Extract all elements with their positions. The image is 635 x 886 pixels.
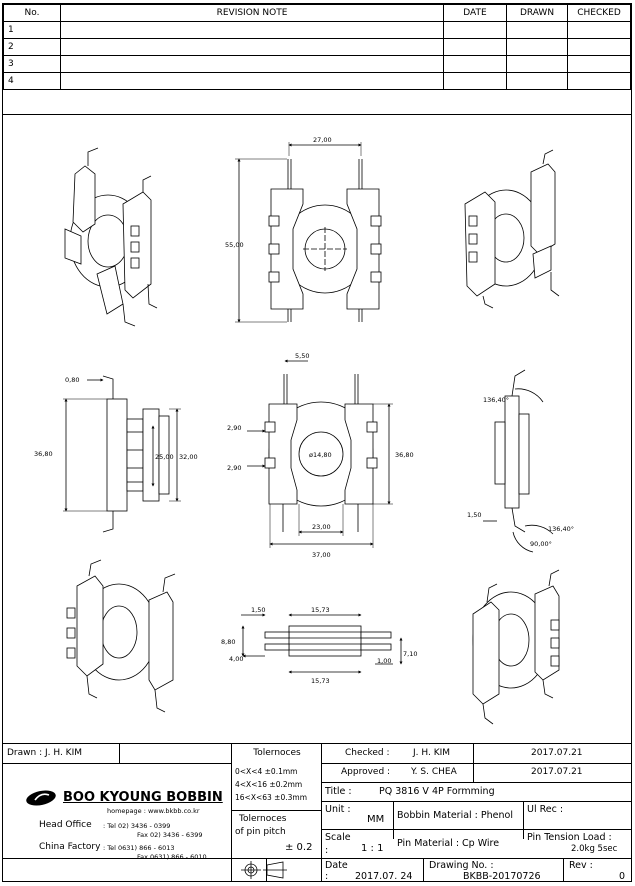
tolerance-range-2: 4<X<16 ±0.2mm [235,780,303,789]
ul-rec: Ul Rec : [527,804,564,815]
drawing-number: BKBB-20170726 [463,871,541,882]
iso-view-top-left [64,147,158,327]
dim-1-50-b: 1,50 [251,606,265,614]
head-office-label: Head Office [39,820,92,830]
scale-label: Scale [325,832,351,843]
revision-table: No. REVISION NOTE DATE DRAWN CHECKED 1 2… [3,4,631,90]
china-factory-tel: : Tel 0631) 866 - 6013 [103,844,175,852]
dim-15-73-top: 15,73 [311,606,330,614]
approved-label: Approved : [341,767,391,777]
drawing-no-label: Drawing No. : [429,860,494,871]
bobbin-drawing: 27,00 55,00 [34,136,574,725]
dim-36-80-right: 36,80 [395,451,414,459]
dim-1-00: 1,00 [377,657,391,665]
dim-32: 32,00 [179,453,198,461]
side-view-right [483,369,554,553]
dim-15-73-bottom: 15,73 [311,677,330,685]
checked-label: Checked : [345,748,390,758]
approved-name: Y. S. CHEA [411,767,457,777]
front-view-middle [247,359,393,548]
iso-view-bottom-left [66,559,176,713]
front-view-top [235,142,382,323]
dim-1-50-a: 1,50 [467,511,481,519]
dim-37: 37,00 [312,551,331,559]
china-factory-fax: Fax 0631) 866 - 6010 [137,853,207,861]
dim-angle-136-a: 136,40° [483,396,509,404]
dim-55: 55,00 [225,241,244,249]
pitch-tolerance-value: ± 0.2 [285,842,313,853]
unit-label: Unit : [325,804,351,815]
dim-8-80: 8,80 [221,638,235,646]
dim-0-80: 0,80 [65,376,79,384]
dim-27: 27,00 [313,136,332,144]
dim-2-90-b: 2,90 [227,464,241,472]
drawing-title: PQ 3816 V 4P Formming [379,786,495,797]
pin-material: Pin Material : Cp Wire [397,838,500,849]
scale-value: 1 : 1 [361,843,384,854]
date-colon: : [325,871,329,882]
pin-tension-label: Pin Tension Load : [527,832,612,843]
dim-5-50: 5,50 [295,352,309,360]
bottom-view [241,613,403,674]
head-office-tel: : Tel 02) 3436 - 0399 [103,822,171,830]
china-factory-label: China Factory [39,842,101,852]
tolerance-title: Tolernoces [253,748,301,758]
drawing-sheet: No. REVISION NOTE DATE DRAWN CHECKED 1 2… [2,3,632,882]
dim-2-90-a: 2,90 [227,424,241,432]
tolerance-range-3: 16<X<63 ±0.3mm [235,793,308,802]
checked-date: 2017.07.21 [531,748,583,758]
bobbin-material: Bobbin Material : Phenol [397,810,513,821]
dim-dia-14-80: ø14,80 [309,451,332,459]
dim-23: 23,00 [312,523,331,531]
dim-angle-90: 90,00° [530,540,552,548]
company-name: BOO KYOUNG BOBBIN [63,790,223,805]
head-office-fax: Fax 02) 3436 - 6399 [137,831,203,839]
date-value: 2017.07. 24 [355,871,413,882]
title-label: Title : [325,786,352,797]
tolerance-range-1: 0<X<4 ±0.1mm [235,767,298,776]
pitch-tolerance-line2: of pin pitch [235,827,286,837]
projection-symbol-icon [239,860,289,880]
rev-value: 0 [619,871,626,882]
rev-label: Rev : [569,860,593,871]
scale-colon: : [325,845,329,856]
dim-angle-136-b: 136,40° [548,525,574,533]
iso-view-bottom-right [472,569,560,725]
dim-4-00: 4,00 [229,655,243,663]
side-view-left [63,375,181,533]
company-homepage: homepage : www.bkbb.co.kr [107,807,200,815]
title-block: Drawn : J. H. KIM BOO KYOUNG BOBBIN home… [3,743,631,882]
unit-value: MM [367,814,385,825]
approved-date: 2017.07.21 [531,767,583,777]
dim-25: 25,00 [155,453,174,461]
checked-name: J. H. KIM [413,748,451,758]
pin-tension-value: 2.0kg 5sec [571,844,618,854]
company-logo [25,790,57,806]
dim-7-10: 7,10 [403,650,417,658]
pitch-tolerance-line1: Tolernoces [239,814,287,824]
rev-bottom-rule [3,114,631,115]
iso-view-top-right [464,149,560,309]
dim-36-80-left: 36,80 [34,450,53,458]
date-label: Date [325,860,348,871]
drawn-by: Drawn : J. H. KIM [7,748,82,758]
